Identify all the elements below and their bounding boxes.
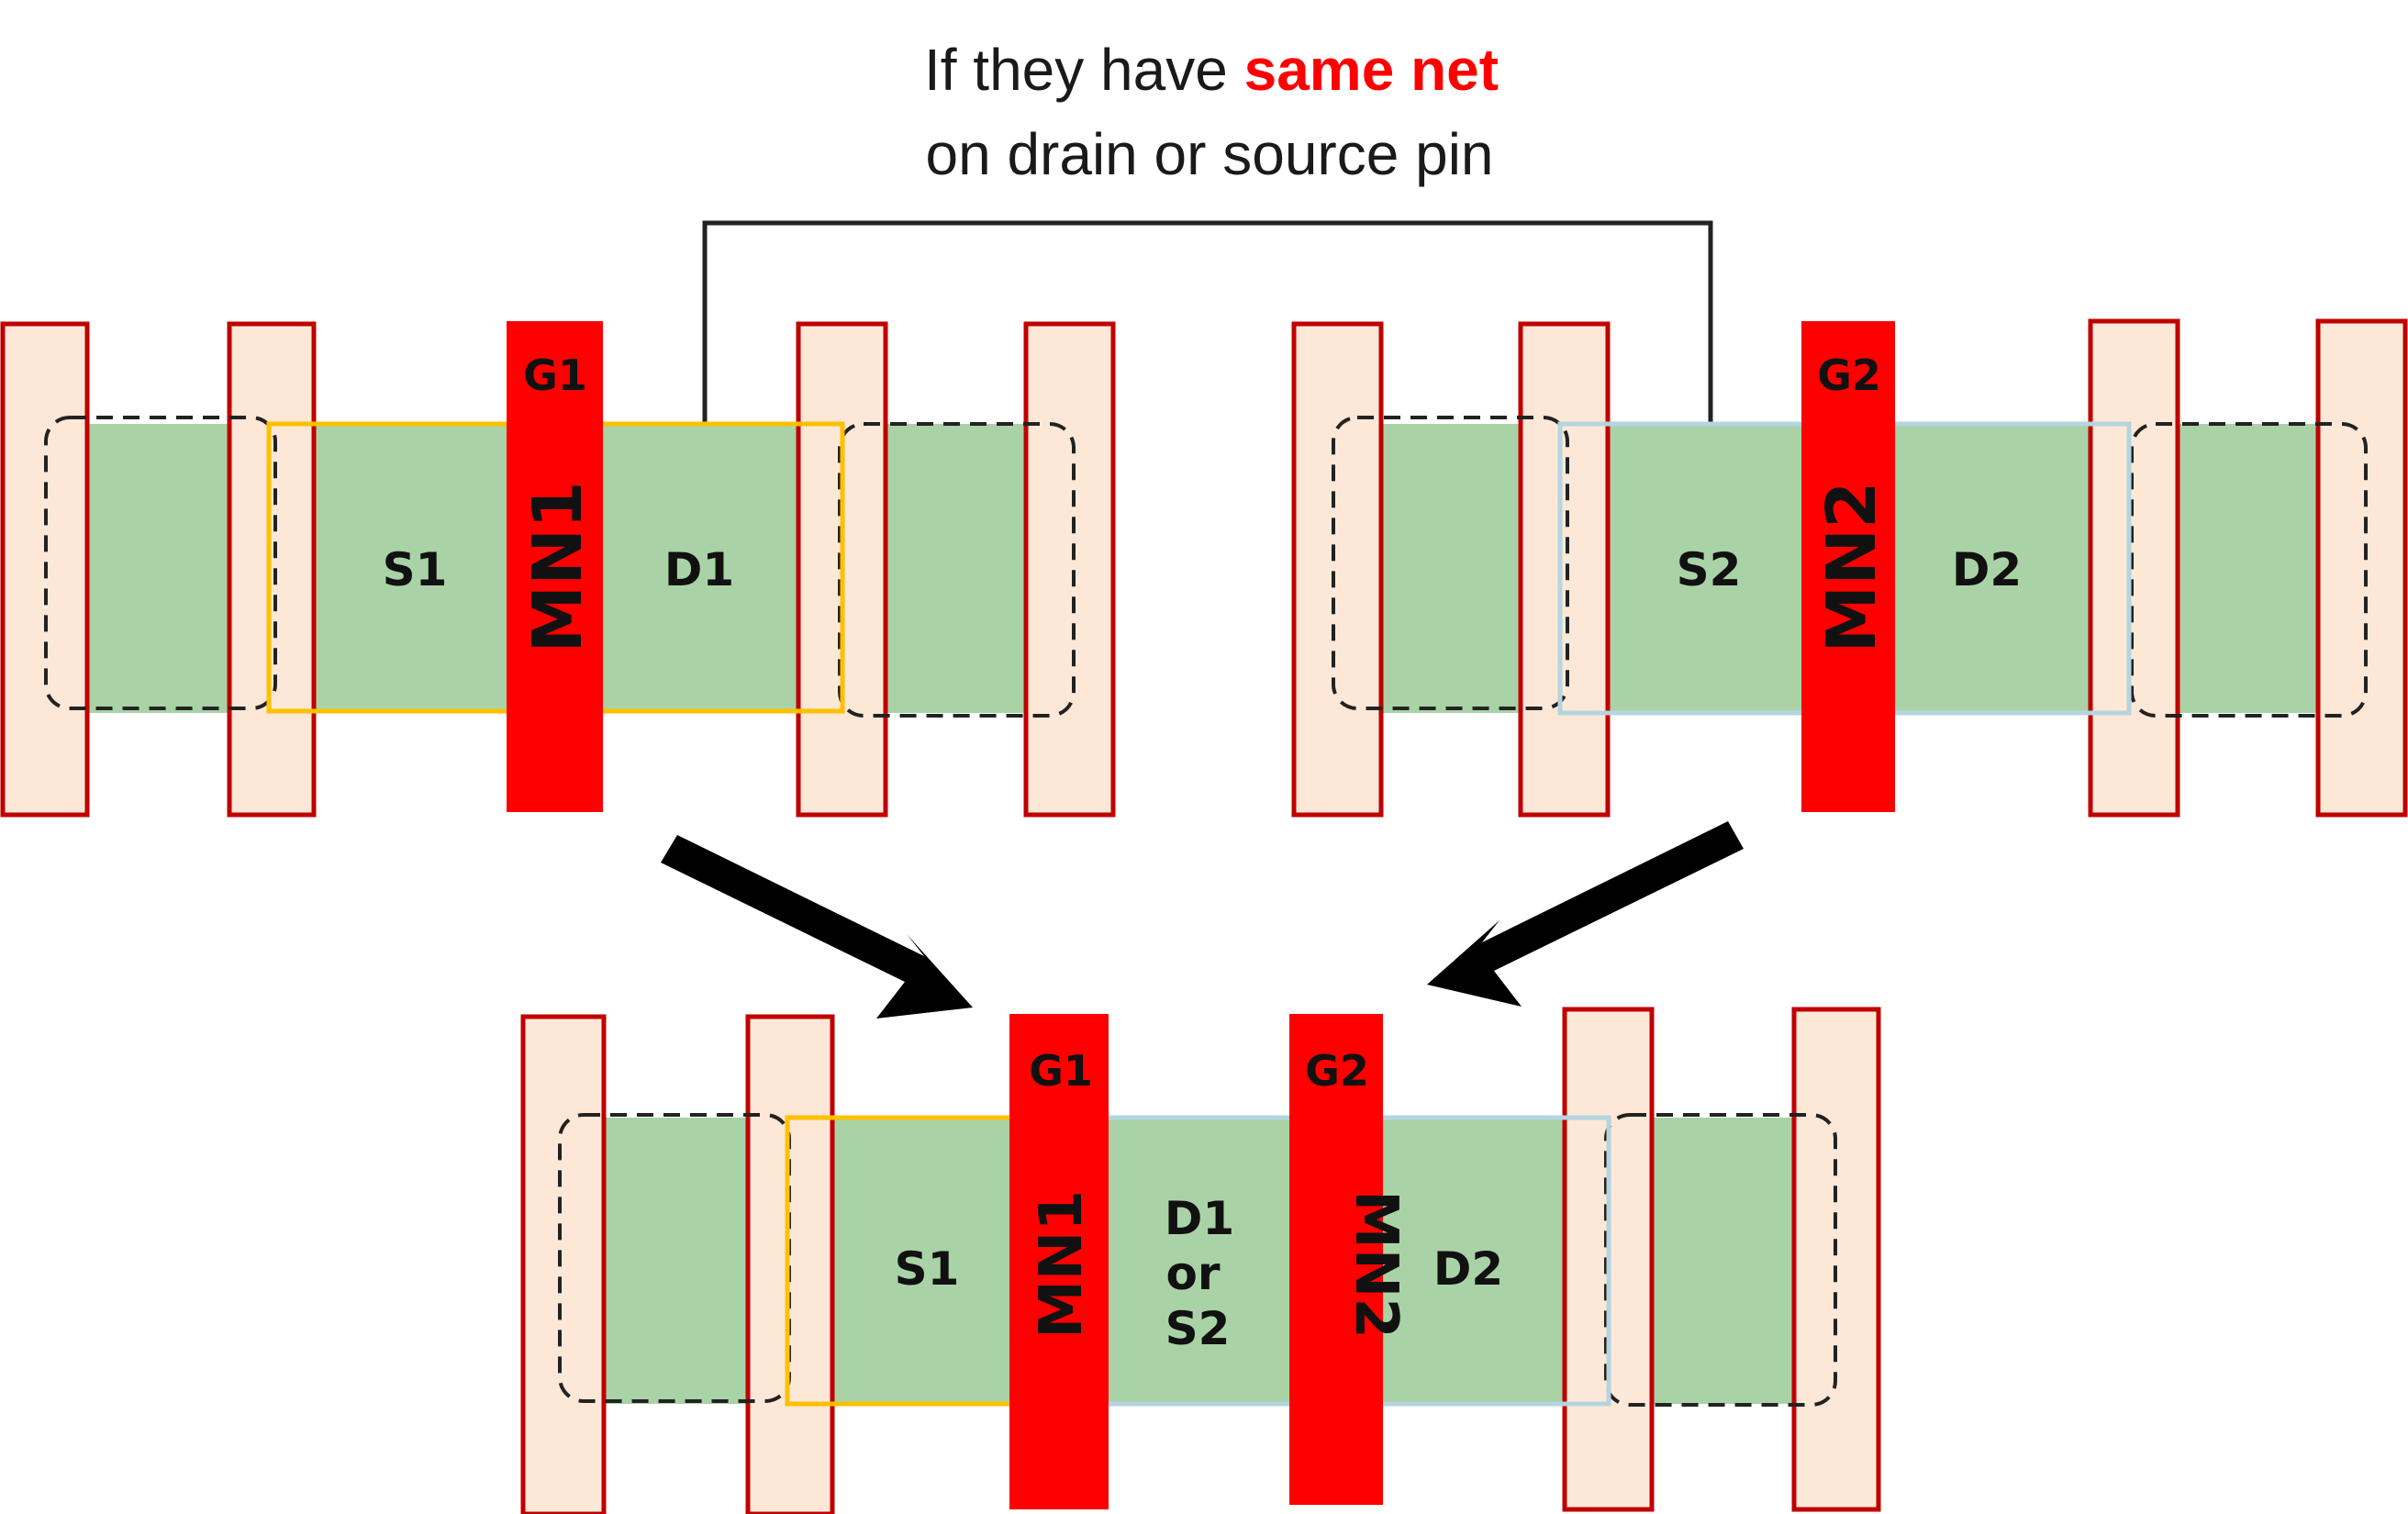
device-label-mn2: MN2 [1342,1190,1410,1339]
caption-highlight: same net [1244,37,1499,103]
dummy-cell-outline [2130,422,2368,718]
shared-diffusion-label-line-1: D1 [1165,1192,1234,1245]
drain-label-d2: D2 [1433,1242,1503,1296]
drain-label-d2: D2 [1952,543,2022,596]
dummy-cell-outline [44,416,277,710]
gate-label-g1: G1 [523,351,587,400]
merge-arrow-right-icon [1427,821,1744,1007]
source-label-s2: S2 [1677,543,1742,596]
gate-mn2 [1801,321,1895,812]
gate-label-g1: G1 [1029,1046,1093,1096]
dummy-poly [1023,321,1116,818]
gate-label-g2: G2 [1305,1046,1369,1096]
caption-line-2: on drain or source pin [925,121,1493,187]
dummy-cell-outline [838,422,1076,718]
device-label-mn1: MN1 [518,481,597,652]
drain-label-d1: D1 [664,543,734,596]
dummy-poly [2315,318,2408,818]
dummy-cell-outline [558,1113,791,1403]
dummy-poly [2088,318,2180,818]
dummy-poly [520,1014,607,1514]
gate-mn1 [1009,1014,1109,1509]
dummy-poly [745,1014,835,1514]
merge-arrow-left-icon [661,835,973,1019]
top-right-transistor: G2 MN2 S2 D2 [1291,318,2408,818]
dummy-poly [227,321,317,818]
gate-label-g2: G2 [1817,351,1881,400]
device-label-mn2: MN2 [1812,481,1891,652]
dummy-poly [1291,321,1384,818]
device-label-mn1: MN1 [1028,1190,1096,1339]
dummy-poly [1791,1007,1881,1512]
dummy-poly [1518,321,1611,818]
source-label-s1: S1 [895,1242,960,1296]
caption-line-1: If they have same net [924,37,1499,103]
caption-prefix: If they have [924,37,1244,103]
gate-mn1 [507,321,603,812]
shared-diffusion-label-line-2: or [1165,1247,1220,1300]
dummy-poly [0,321,90,818]
source-label-s1: S1 [383,543,448,596]
top-left-transistor: G1 MN1 S1 D1 [0,321,1116,818]
merged-transistor: G1 G2 MN1 MN2 S1 D1 or S2 D2 [520,1007,1881,1514]
dummy-cell-outline [1332,416,1569,710]
gate-mn2 [1289,1014,1383,1505]
dummy-cell-outline [1604,1113,1837,1407]
shared-diffusion-label-line-3: S2 [1165,1302,1231,1355]
